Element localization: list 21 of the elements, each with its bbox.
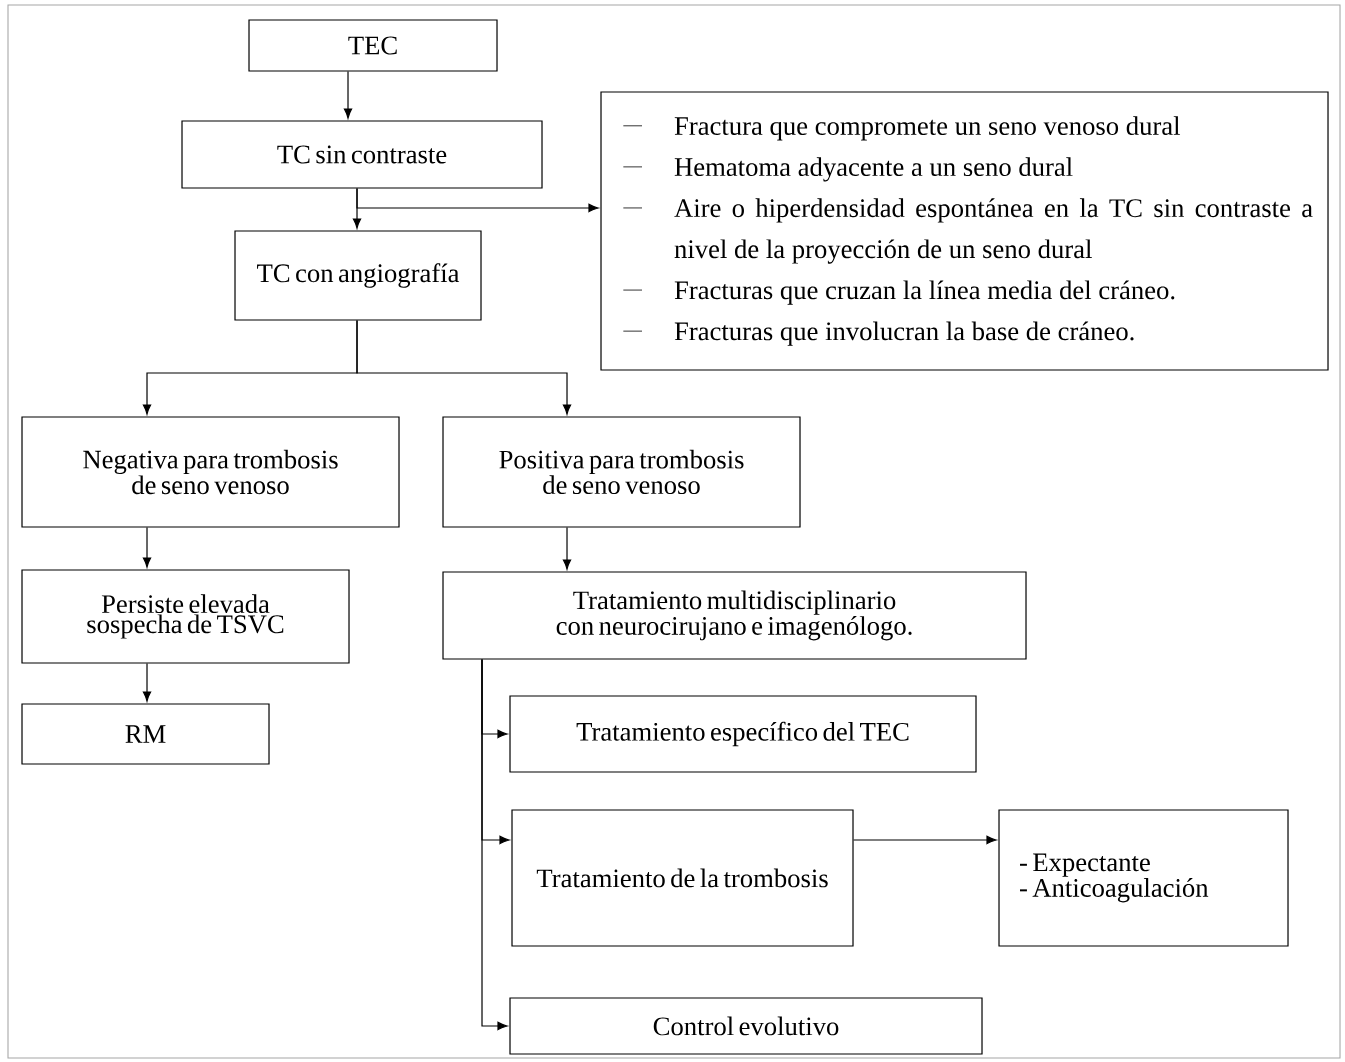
process-box: Tratamiento de la trombosis (511, 809, 854, 947)
process-box: - Expectante - Anticoagulación (998, 809, 1289, 947)
arrow (343, 71, 353, 119)
arrow (142, 527, 152, 568)
process-box: Persiste elevada sospecha de TSVC (21, 569, 350, 664)
process-box: Negativa para trombosis de seno venoso (21, 416, 400, 528)
process-box: Tratamiento específico del TEC (509, 695, 977, 773)
process-box: TC con angiografía (234, 230, 482, 321)
process-box: Tratamiento multidisciplinario con neurocirujano e imagenólogo. (442, 571, 1027, 660)
process-box: TEC (248, 19, 498, 72)
arrow (356, 188, 599, 213)
arrow (481, 659, 508, 1031)
arrow (142, 663, 152, 702)
process-box: Positiva para trombosis de seno venoso (442, 416, 801, 528)
process-box: Fractura que compromete un seno venoso dural Hematoma adyacente a un seno dural Aire o hiperdensidad espontánea en la TC sin contraste a nivel de la proyección de un seno dural Fracturas que cruzan la línea media del cráneo. Fracturas que involucran la base de cráneo. (600, 91, 1329, 371)
process-box: Control evolutivo (509, 997, 983, 1055)
arrow (356, 320, 572, 415)
process-box: TC sin contraste (181, 120, 543, 189)
arrow (853, 835, 997, 845)
process-box: RM (21, 703, 270, 765)
arrow (562, 527, 572, 570)
